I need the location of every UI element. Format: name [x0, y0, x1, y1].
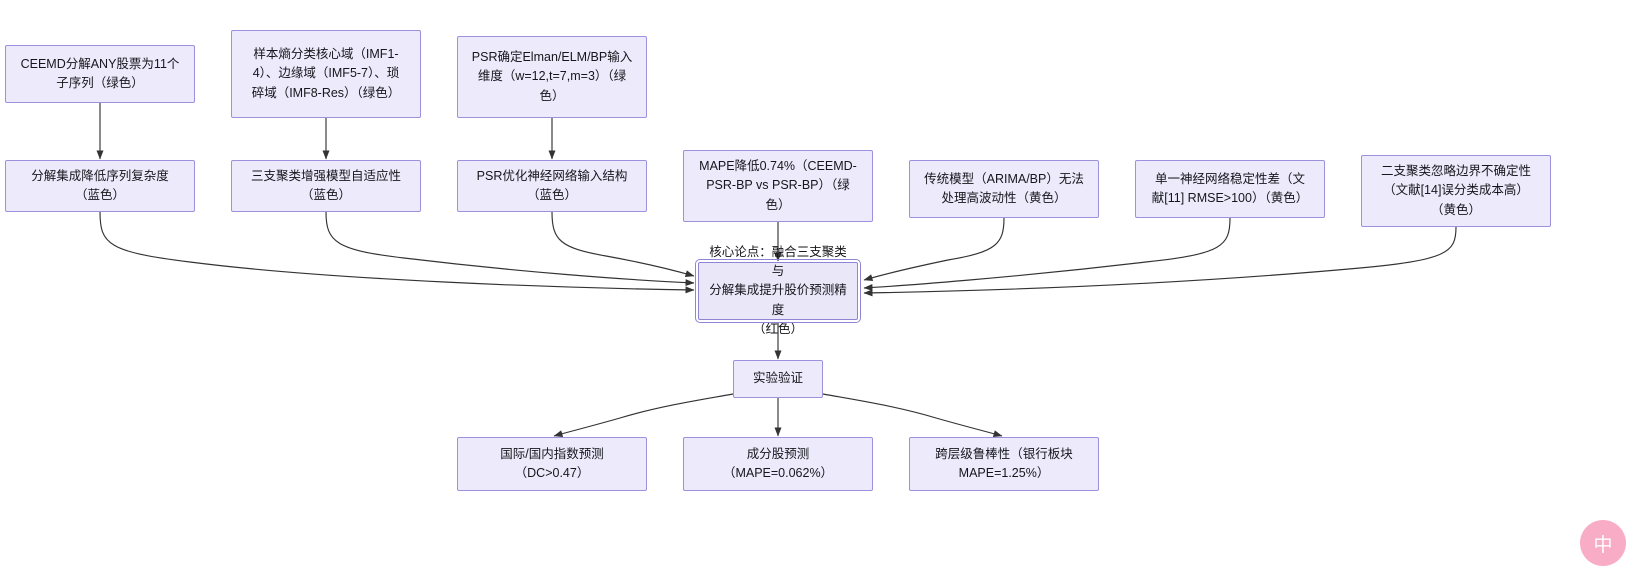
node-decomposition-reduces-complexity[interactable]: 分解集成降低序列复杂度 （蓝色）	[5, 160, 195, 212]
edge-exp-r1	[553, 393, 734, 438]
node-label: PSR优化神经网络输入结构 （蓝色）	[476, 168, 628, 202]
node-label: 传统模型（ARIMA/BP）无法 处理高波动性（黄色）	[924, 171, 1084, 205]
node-label: 跨层级鲁棒性（银行板块 MAPE=1.25%）	[935, 446, 1073, 480]
edge-n4-core	[99, 211, 695, 294]
watermark-badge: 中	[1580, 520, 1626, 566]
node-two-way-clustering-gap[interactable]: 二支聚类忽略边界不确定性 （文献[14]误分类成本高） （黄色）	[1361, 155, 1551, 227]
node-result-constituent-stock-forecast[interactable]: 成分股预测 （MAPE=0.062%）	[683, 437, 873, 491]
watermark-text: 中	[1593, 533, 1613, 556]
node-label: PSR确定Elman/ELM/BP输入 维度（w=12,t=7,m=3）（绿 色…	[471, 49, 633, 103]
node-mape-improvement[interactable]: MAPE降低0.74%（CEEMD- PSR-BP vs PSR-BP）（绿 色…	[683, 150, 873, 222]
node-label: 分解集成降低序列复杂度 （蓝色）	[31, 168, 169, 202]
node-label: 成分股预测 （MAPE=0.062%）	[722, 446, 834, 480]
node-label: MAPE降低0.74%（CEEMD- PSR-BP vs PSR-BP）（绿 色…	[699, 158, 857, 212]
node-three-way-clustering-adaptivity[interactable]: 三支聚类增强模型自适应性 （蓝色）	[231, 160, 421, 212]
node-traditional-models-gap[interactable]: 传统模型（ARIMA/BP）无法 处理高波动性（黄色）	[909, 160, 1099, 218]
node-label: CEEMD分解ANY股票为11个 子序列（绿色）	[20, 56, 180, 90]
edge-n6-core	[551, 211, 695, 278]
edge-exp-r3	[822, 393, 1003, 438]
node-core-claim[interactable]: 核心论点：融合三支聚类与 分解集成提升股价预测精度 （红色）	[695, 245, 861, 336]
node-label: 国际/国内指数预测 （DC>0.47）	[500, 446, 604, 480]
node-label: 核心论点：融合三支聚类与 分解集成提升股价预测精度 （红色）	[709, 244, 847, 337]
node-psr-input-dimension[interactable]: PSR确定Elman/ELM/BP输入 维度（w=12,t=7,m=3）（绿 色…	[457, 36, 647, 118]
node-label: 样本熵分类核心域（IMF1- 4）、边缘域（IMF5-7）、琐 碎域（IMF8-…	[251, 46, 401, 100]
edge-n5-core	[325, 211, 695, 287]
node-ceemd-decomposition[interactable]: CEEMD分解ANY股票为11个 子序列（绿色）	[5, 45, 195, 103]
node-label: 单一神经网络稳定性差（文 献[11] RMSE>100）（黄色）	[1151, 171, 1309, 205]
node-psr-optimizes-network-input[interactable]: PSR优化神经网络输入结构 （蓝色）	[457, 160, 647, 212]
node-label: 实验验证	[752, 371, 803, 386]
edge-n10-core	[863, 226, 1457, 297]
node-label: 三支聚类增强模型自适应性 （蓝色）	[250, 168, 401, 202]
node-single-network-instability-gap[interactable]: 单一神经网络稳定性差（文 献[11] RMSE>100）（黄色）	[1135, 160, 1325, 218]
edge-n8-core	[863, 217, 1005, 282]
node-sample-entropy-classification[interactable]: 样本熵分类核心域（IMF1- 4）、边缘域（IMF5-7）、琐 碎域（IMF8-…	[231, 30, 421, 118]
edge-n9-core	[863, 217, 1231, 291]
node-experimental-validation[interactable]: 实验验证	[733, 360, 823, 398]
node-label: 二支聚类忽略边界不确定性 （文献[14]误分类成本高） （黄色）	[1380, 163, 1531, 217]
node-result-index-forecast[interactable]: 国际/国内指数预测 （DC>0.47）	[457, 437, 647, 491]
node-result-cross-level-robustness[interactable]: 跨层级鲁棒性（银行板块 MAPE=1.25%）	[909, 437, 1099, 491]
